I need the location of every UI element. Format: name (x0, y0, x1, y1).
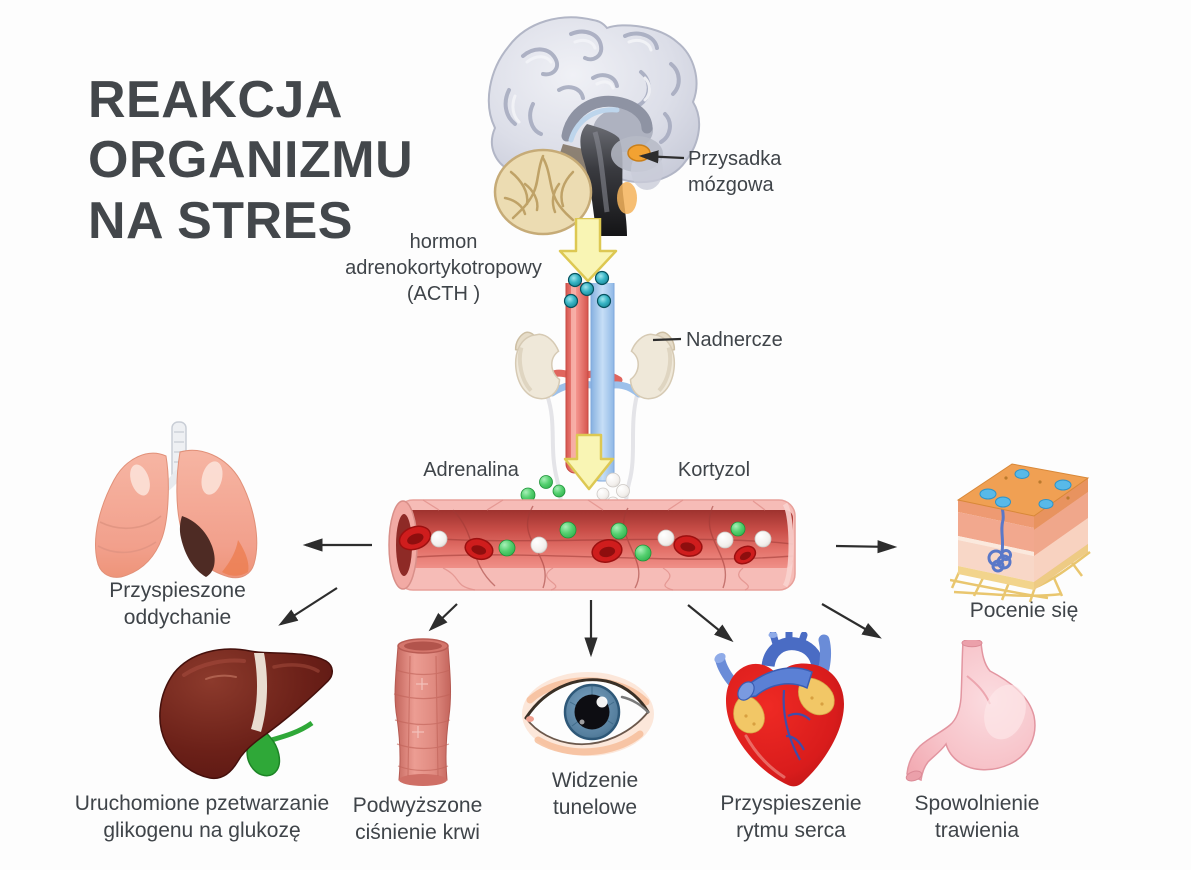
blood-pressure-label: Podwyższone ciśnienie krwi (352, 794, 483, 845)
arrow-to-skin (835, 540, 898, 554)
heart-rate-label: Przyspieszenie rytmu serca (720, 792, 862, 843)
acth-label: hormon adrenokortykotropowy (ACTH ) (345, 231, 542, 305)
vision-label: Widzenie tunelowe (551, 769, 639, 820)
page-title: REAKCJA ORGANIZMU NA STRES (88, 71, 414, 250)
adrenaline-molecules (498, 521, 746, 562)
lungs-illustration (95, 421, 258, 579)
pituitary-label: Przysadka mózgowa (688, 148, 782, 196)
pressure-vessel-illustration (393, 638, 452, 786)
adrenal-kidneys-illustration (514, 283, 676, 515)
liver-illustration (159, 648, 333, 780)
red-blood-cells (398, 525, 757, 565)
brain-illustration (487, 16, 701, 236)
sweating-label: Pocenie się (969, 599, 1079, 622)
cortisol-molecules (430, 529, 772, 554)
digestion-label: Spowolnienie trawienia (914, 792, 1040, 843)
breathing-label: Przyspieszone oddychanie (109, 579, 246, 630)
skin-sweat-illustration (950, 463, 1091, 603)
stomach-illustration (905, 640, 1036, 782)
blood-vessel-illustration (388, 499, 796, 591)
adrenal-label: Nadnercze (686, 329, 783, 351)
acth-molecules (563, 270, 612, 309)
heart-illustration (714, 632, 844, 787)
eye-illustration (522, 672, 654, 756)
acth-flow-arrow (558, 218, 618, 283)
liver-label: Uruchomione pzetwarzanie glikogenu na gl… (74, 792, 330, 843)
arrow-to-liver (278, 587, 338, 626)
adrenaline-label: Adrenalina (423, 459, 519, 481)
cortisol-label: Kortyzol (677, 459, 751, 481)
arrow-to-pressure (428, 603, 458, 632)
